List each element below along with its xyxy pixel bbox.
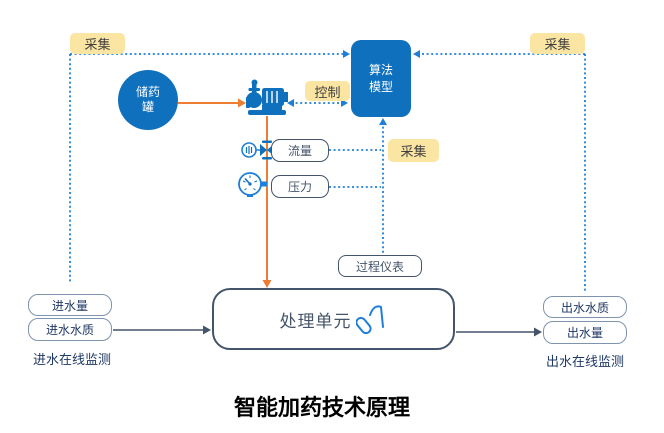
- storage-tank-label: 储药罐: [136, 85, 161, 114]
- arrowhead-into-unit-left: [203, 325, 211, 335]
- arrowhead-into-model-left-top: [343, 50, 350, 58]
- inlet-quality-node: 进水水质: [28, 318, 112, 341]
- dosing-nozzle-icon: [355, 305, 384, 335]
- arrowhead-into-model-bottom: [379, 118, 387, 125]
- arrowhead-into-model-right: [413, 50, 420, 58]
- arrowhead-into-pump-orange: [238, 98, 246, 108]
- algorithm-model-label: 算法模型: [369, 63, 394, 94]
- inlet-flow-node: 进水量: [28, 294, 112, 316]
- label-collect-top-right: 采集: [530, 33, 585, 54]
- algorithm-model-node: 算法模型: [351, 40, 411, 117]
- dosing-pump-icon: [246, 79, 288, 115]
- blue-arrowheads: [287, 50, 420, 125]
- outlet-quality-node: 出水水质: [543, 296, 627, 318]
- arrowhead-into-model-left-bottom: [341, 99, 348, 107]
- diagram-title: 智能加药技术原理: [233, 395, 410, 421]
- label-control: 控制: [305, 81, 350, 101]
- treatment-unit-node: 处理单元: [212, 288, 455, 350]
- process-instrument-node: 过程仪表: [338, 255, 422, 277]
- outlet-flow-node: 出水量: [543, 321, 627, 344]
- label-collect-top-left: 采集: [70, 33, 125, 54]
- arrowhead-into-outlet: [534, 327, 542, 337]
- outlet-monitoring-caption: 出水在线监测: [545, 354, 624, 369]
- arrowhead-into-unit: [262, 280, 272, 288]
- flow-meter-icon: [241, 140, 274, 160]
- treatment-unit-label: 处理单元: [279, 311, 352, 331]
- label-collect-middle: 采集: [388, 139, 439, 162]
- storage-tank-node: 储药罐: [118, 70, 178, 130]
- flow-node: 流量: [271, 139, 329, 162]
- inlet-monitoring-caption: 进水在线监测: [32, 352, 111, 367]
- pressure-node: 压力: [271, 175, 329, 198]
- arrowhead-into-pump: [287, 99, 294, 107]
- pressure-gauge-icon: [238, 172, 267, 197]
